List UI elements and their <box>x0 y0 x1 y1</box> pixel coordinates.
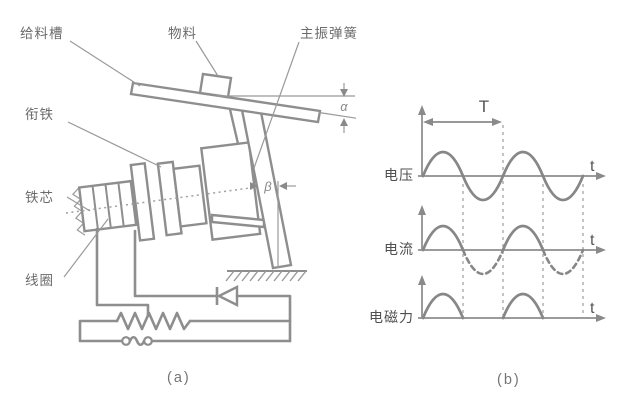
alpha-angle-label: α <box>340 100 348 114</box>
value-axis-arrow-icon <box>418 275 426 285</box>
label-force: 电磁力 <box>369 309 414 325</box>
time-label: t <box>590 232 595 249</box>
beta-angle-label: β <box>263 179 272 194</box>
label-feed-trough: 给料槽 <box>20 26 64 41</box>
label-main-spring: 主振弹簧 <box>300 26 358 41</box>
diode-icon <box>216 285 239 307</box>
beta-arrow-left-icon <box>279 182 287 190</box>
caption-panel-b: (b) <box>497 372 521 388</box>
time-axis-arrow-icon <box>596 314 606 322</box>
trough-extension-line <box>318 111 357 119</box>
circuit-wire <box>235 294 292 343</box>
period-label: T <box>479 97 489 116</box>
leader-main-spring <box>253 41 300 169</box>
label-voltage: 电压 <box>384 167 414 183</box>
beta-arrow-right-icon <box>250 182 258 190</box>
leader-armature <box>67 121 162 168</box>
feed-trough-plate <box>129 81 322 124</box>
coil-lead-wire <box>95 227 150 318</box>
panel-a-mechanism: α <box>20 26 358 386</box>
time-axis-arrow-icon <box>596 172 606 180</box>
leader-material <box>195 40 219 77</box>
panel-b-waveforms: T 电压 t 电流 t 电磁力 <box>369 97 606 388</box>
vibration-axis-dotted-line <box>65 187 251 214</box>
circuit-wire <box>78 319 124 343</box>
leader-iron-core <box>66 196 91 212</box>
leader-feed-trough <box>69 40 141 87</box>
ground-hatch <box>225 270 307 282</box>
value-axis-arrow-icon <box>418 105 426 115</box>
current-negative-halves-dashed-curve <box>461 248 585 276</box>
leader-coil <box>63 218 109 278</box>
coil-lead-wire <box>133 229 218 298</box>
spacer-block <box>172 164 208 228</box>
force-plot: 电磁力 t <box>369 275 606 325</box>
period-arrow-right-icon <box>492 118 502 126</box>
label-armature: 衔铁 <box>25 107 54 122</box>
ac-source-squiggle-icon <box>128 335 146 347</box>
coil-winding-line <box>117 183 125 226</box>
plug-terminal-icon <box>121 336 131 346</box>
coil-winding-line <box>104 185 112 228</box>
label-current: 电流 <box>384 241 414 257</box>
time-label: t <box>590 300 595 317</box>
period-arrow-left-icon <box>423 118 433 126</box>
current-positive-halves-curve <box>421 224 545 252</box>
label-material: 物料 <box>168 26 197 41</box>
alpha-arrow-up-icon <box>340 118 348 126</box>
leader-lines <box>63 40 300 278</box>
time-label: t <box>590 158 595 175</box>
coil-winding-line <box>91 186 99 229</box>
drive-circuit <box>78 227 292 347</box>
alpha-arrow-down-icon <box>340 89 348 97</box>
voltage-plot: 电压 t <box>384 105 606 202</box>
value-axis-arrow-icon <box>418 205 426 215</box>
voltage-sine-curve <box>421 150 585 202</box>
caption-panel-a: (a) <box>167 370 191 386</box>
label-iron-core: 铁芯 <box>25 190 54 205</box>
material-block <box>198 72 233 99</box>
force-pulse-curve <box>421 292 545 320</box>
label-coil: 线圈 <box>25 273 54 288</box>
current-plot: 电流 t <box>384 205 606 276</box>
time-axis-arrow-icon <box>596 246 606 254</box>
plug-terminal-icon <box>143 336 153 346</box>
rheostat-icon <box>115 311 192 331</box>
